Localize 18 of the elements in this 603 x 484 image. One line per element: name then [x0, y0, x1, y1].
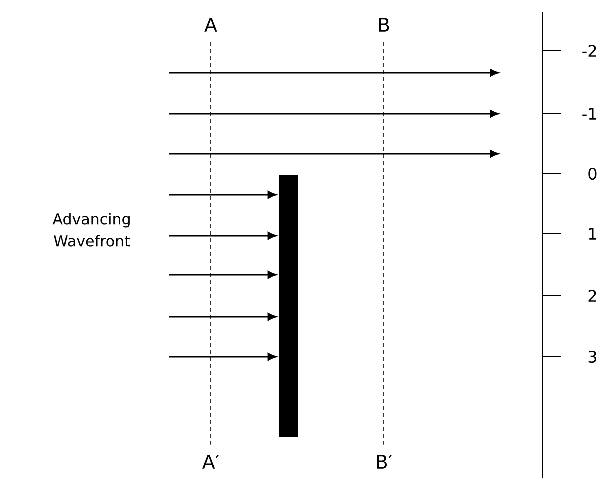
point-label: B	[379, 18, 390, 32]
caption-text: Advancing Wavefront	[52, 213, 130, 247]
scale-number: -2	[582, 45, 596, 57]
arrow	[169, 191, 277, 199]
scale-number: 1	[589, 228, 596, 240]
point-label: B′	[377, 455, 392, 469]
arrow	[169, 232, 277, 240]
scale-number: 2	[588, 290, 596, 302]
arrow	[169, 353, 277, 361]
scale-number: 0	[588, 168, 597, 180]
scale-number: -1	[582, 108, 596, 120]
scale-number: 3	[588, 350, 596, 364]
point-label: A′	[202, 455, 220, 469]
arrow	[169, 313, 277, 321]
arrow	[169, 271, 277, 279]
point-label: A	[204, 18, 218, 32]
barrier	[279, 175, 298, 437]
dashed-line	[210, 42, 212, 446]
